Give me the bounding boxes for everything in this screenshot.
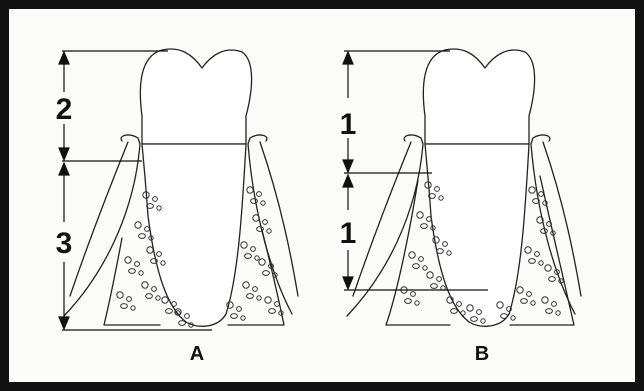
panel-a-bone-outline-left <box>104 238 160 325</box>
panel-b-root-measure: 1 <box>340 217 357 250</box>
panel-b-caption: B <box>475 343 489 365</box>
panel-b-tooth <box>347 49 581 326</box>
panel-b: 1 1 B <box>340 49 581 365</box>
panel-a-crown-measure: 2 <box>56 93 73 126</box>
panel-a-tooth <box>64 49 298 326</box>
panel-a: 2 3 A <box>56 49 298 365</box>
panel-a-root-measure: 3 <box>56 227 73 260</box>
panel-b-crown-measure: 1 <box>340 108 357 141</box>
panel-a-caption: A <box>190 343 204 365</box>
